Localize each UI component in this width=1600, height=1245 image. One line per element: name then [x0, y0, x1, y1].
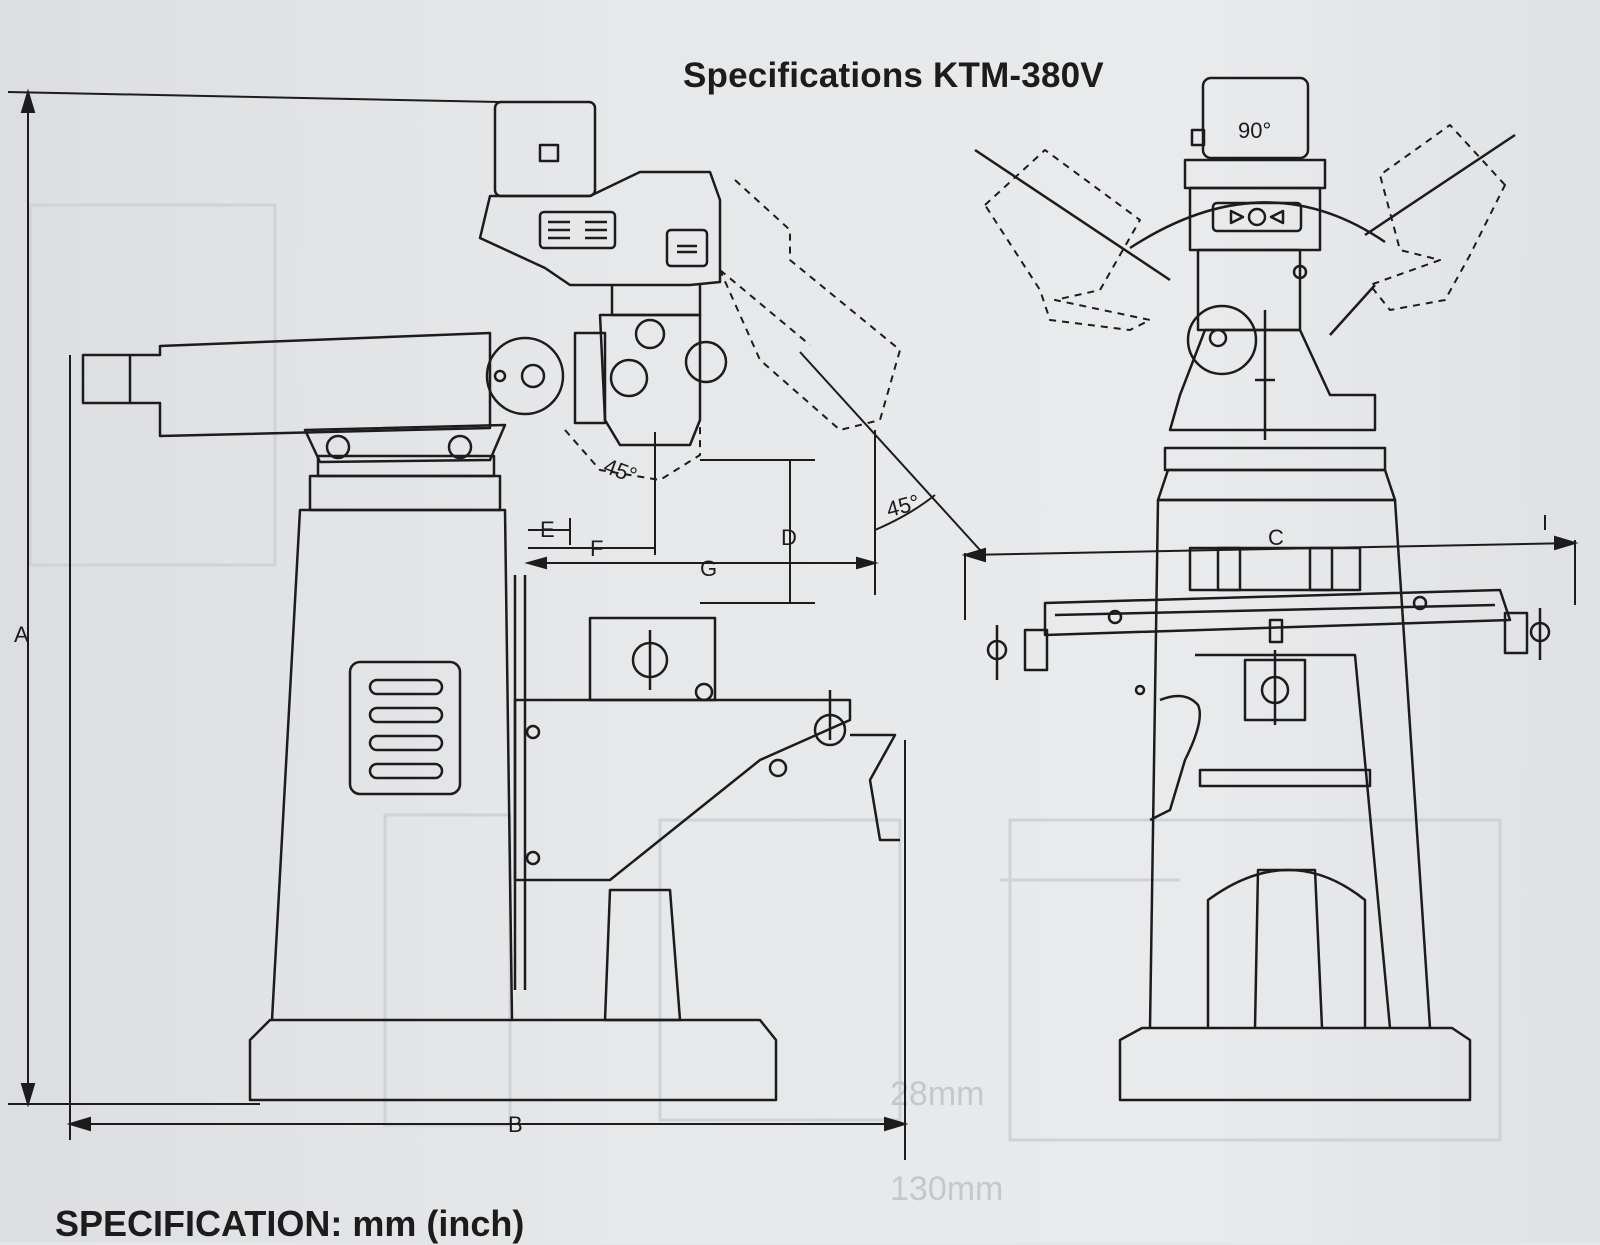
side-vent-panel: [348, 660, 462, 796]
angle-label-head-tilt: 45°: [601, 453, 641, 488]
front-view: [974, 76, 1551, 1102]
front-table: [1043, 588, 1512, 637]
angle-label-swivel: 90°: [1238, 118, 1271, 143]
dim-label-f: F: [590, 536, 603, 561]
side-dimensions: [7, 88, 981, 1160]
side-head-housing: [478, 170, 722, 287]
page-title: Specifications KTM-380V: [683, 56, 1104, 95]
angle-label-ram-tilt: 45°: [884, 489, 923, 522]
dim-label-c: C: [1268, 525, 1284, 550]
dim-label-a: A: [14, 622, 29, 647]
front-saddle: [1188, 546, 1362, 592]
dim-label-g: G: [700, 556, 717, 581]
front-dimensions: [961, 515, 1579, 620]
dim-label-b: B: [508, 1112, 523, 1137]
front-column: [1148, 498, 1432, 1029]
front-motor: [1201, 76, 1310, 160]
side-base: [248, 1018, 778, 1102]
svg-text:130mm: 130mm: [890, 1170, 1003, 1208]
spec-heading: SPECIFICATION: mm (inch): [55, 1203, 525, 1244]
front-base: [1118, 1026, 1472, 1102]
side-view: [81, 100, 901, 1102]
front-knee: [1195, 653, 1392, 1029]
side-ram: [81, 331, 492, 438]
dim-label-e: E: [540, 517, 555, 542]
dim-label-d: D: [781, 525, 797, 550]
side-motor: [493, 100, 597, 198]
side-knee: [513, 698, 852, 882]
